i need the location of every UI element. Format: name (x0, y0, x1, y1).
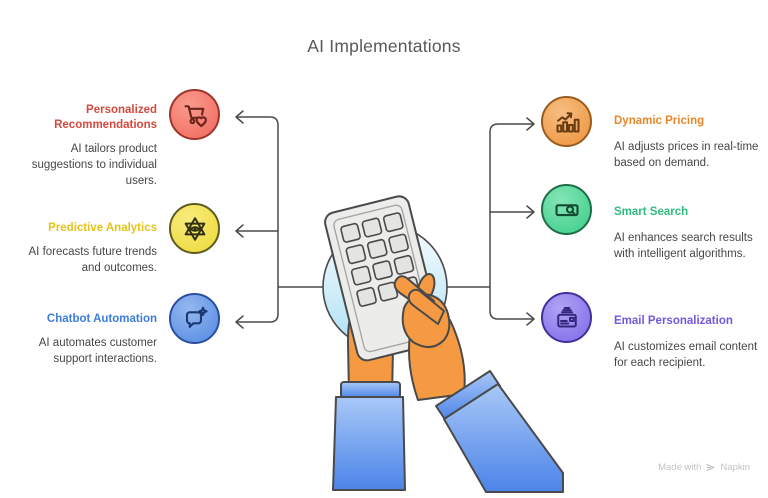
feature-description: AI customizes email content for each rec… (614, 341, 758, 369)
feature-heading: Email Personalization (614, 315, 733, 327)
feature-heading: Predictive Analytics (48, 222, 157, 234)
feature-predictive-analytics: Predictive Analytics AI forecasts future… (27, 221, 157, 276)
arrow-left-bottom-icon (235, 315, 244, 329)
left-spine-line (236, 116, 279, 323)
feature-personalized-recommendations: Personalized Recommendations AI tailors … (27, 103, 157, 189)
feature-description: AI enhances search results with intellig… (614, 232, 753, 260)
feature-description: AI tailors product suggestions to indivi… (31, 143, 157, 187)
feature-heading: Smart Search (614, 206, 689, 218)
feature-dynamic-pricing: Dynamic Pricing AI adjusts prices in rea… (614, 114, 759, 171)
feature-description: AI adjusts prices in real-time based on … (614, 141, 759, 169)
napkin-logo-icon (706, 464, 716, 471)
arrow-right-top-icon (526, 117, 535, 131)
middle-finger (407, 288, 445, 325)
chat-bubble-sparkle-icon (185, 306, 208, 328)
watermark-brand: Napkin (720, 462, 750, 473)
napkin-watermark[interactable]: Made with Napkin (658, 462, 750, 473)
feature-description: AI automates customer support interactio… (38, 337, 157, 365)
watermark-prefix: Made with (658, 462, 702, 473)
arrow-left-middle-icon (235, 224, 244, 238)
dynamic-pricing-badge (541, 96, 592, 147)
arrow-right-bottom-icon (526, 312, 535, 326)
feature-description: AI forecasts future trends and outcomes. (28, 246, 157, 274)
smart-search-badge (541, 184, 592, 235)
right-spine-line (489, 123, 534, 320)
left-sleeve (332, 381, 406, 491)
arrow-right-middle-icon (526, 205, 535, 219)
email-layers-icon (556, 306, 577, 327)
arrow-left-top-icon (235, 110, 244, 124)
search-bar-icon (554, 203, 579, 216)
page-title: AI Implementations (307, 36, 461, 56)
feature-email-personalization: Email Personalization AI customizes emai… (614, 314, 759, 371)
email-personalization-badge (541, 292, 592, 343)
feature-heading: Chatbot Automation (46, 313, 157, 325)
right-sleeve (435, 370, 564, 493)
feature-heading: Dynamic Pricing (614, 115, 705, 127)
shopping-cart-heart-icon (183, 104, 207, 127)
hexagram-eye-icon (184, 216, 205, 241)
bar-chart-trend-icon (556, 111, 580, 133)
feature-heading: Personalized Recommendations (54, 104, 157, 131)
feature-chatbot-automation: Chatbot Automation AI automates customer… (27, 312, 157, 367)
chatbot-automation-badge (169, 293, 220, 344)
phone (324, 195, 443, 362)
feature-smart-search: Smart Search AI enhances search results … (614, 205, 759, 262)
predictive-analytics-badge (169, 203, 220, 254)
right-hand (393, 273, 466, 401)
personalized-recommendations-badge (169, 89, 220, 140)
